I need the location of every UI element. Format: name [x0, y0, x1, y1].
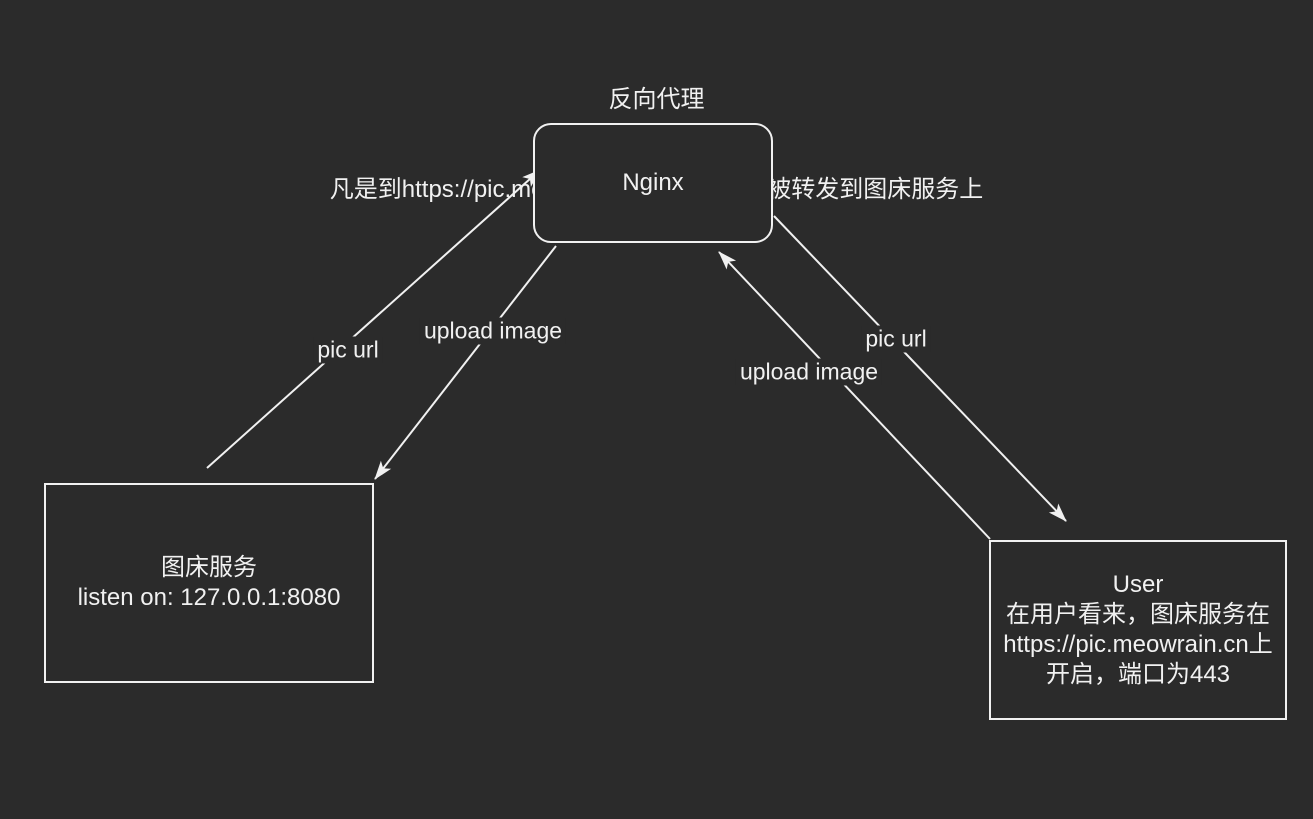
edge-pic-url-left — [206, 169, 541, 469]
node-user: User 在用户看来，图床服务在 https://pic.meowrain.cn… — [989, 540, 1287, 720]
edge-pic-url-right — [773, 215, 1067, 522]
pic-service-listen: listen on: 127.0.0.1:8080 — [77, 584, 341, 611]
user-desc-3: 开启，端口为443 — [1045, 661, 1231, 688]
user-name: User — [1112, 571, 1164, 598]
node-pic-service: 图床服务 listen on: 127.0.0.1:8080 — [44, 483, 374, 683]
nginx-label: Nginx — [622, 169, 684, 196]
node-nginx: Nginx — [533, 123, 773, 243]
pic-service-name: 图床服务 — [161, 554, 257, 581]
user-desc-1: 在用户看来，图床服务在 — [1006, 601, 1270, 628]
edge-upload-image-right — [718, 251, 991, 540]
edge-label-upload-image-left: upload image — [419, 317, 567, 345]
edge-upload-image-left — [374, 245, 557, 480]
edge-label-pic-url-right: pic url — [861, 325, 931, 353]
user-desc-2: https://pic.meowrain.cn上 — [1003, 631, 1273, 658]
edge-label-upload-image-right: upload image — [735, 358, 883, 386]
edge-label-pic-url-left: pic url — [313, 336, 383, 364]
title-line-1: 反向代理 — [608, 86, 705, 113]
